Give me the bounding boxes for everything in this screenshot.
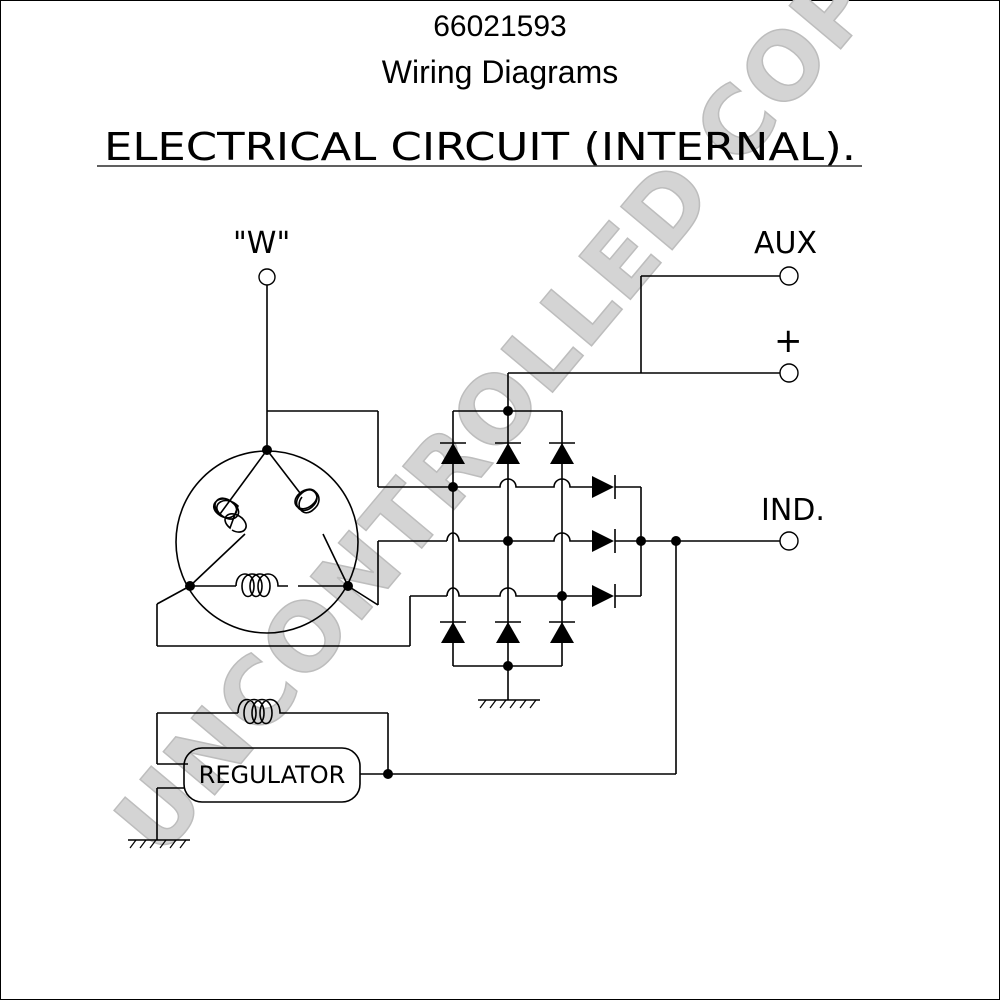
diode-upper-2 [495,442,521,464]
negative-diodes [440,621,575,643]
w-terminal-wiring [266,285,447,488]
field-coil [156,698,389,774]
regulator-ground-symbol [128,839,190,849]
trio-diode-1 [592,475,616,499]
output-wiring [508,275,780,374]
part-number: 66021593 [433,10,567,43]
w-terminal-label: "W" [233,226,290,261]
w-terminal [258,268,276,286]
trio-diode-3 [592,584,616,608]
regulator-wiring [156,541,677,840]
diode-lower-1 [440,621,466,643]
ind-terminal [779,531,799,551]
regulator-label: REGULATOR [199,761,346,789]
diode-lower-2 [495,621,521,643]
regulator-box [183,747,361,803]
ind-terminal-label: IND. [761,493,825,528]
trio-diode-2 [592,529,616,553]
diode-lower-3 [549,621,575,643]
document-title: Wiring Diagrams [381,54,619,90]
plus-terminal-label: + [774,321,803,361]
aux-terminal-label: AUX [754,226,817,261]
aux-terminal [779,266,799,286]
junction-dots [185,406,681,779]
diode-upper-3 [549,442,575,464]
diode-upper-1 [440,442,466,464]
plus-terminal [779,363,799,383]
phase-wiring [156,540,447,647]
positive-diodes [440,442,575,464]
bridge-ground-symbol [478,699,540,709]
trio-diodes [592,475,780,608]
circuit-heading: ELECTRICAL CIRCUIT (INTERNAL). [104,125,856,169]
